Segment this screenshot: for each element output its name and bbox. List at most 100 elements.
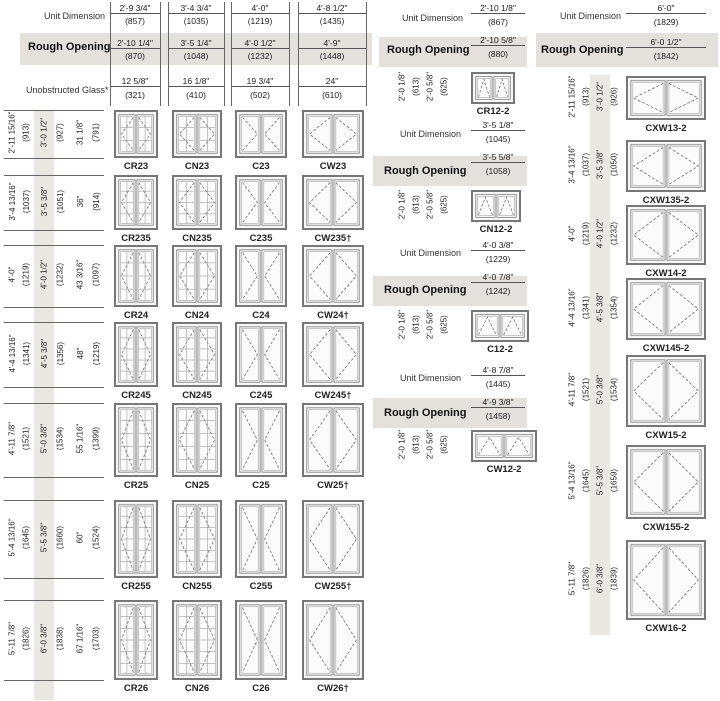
casement-window-cn — [172, 175, 222, 230]
rough-opening-band-mid2 — [373, 156, 527, 186]
window-model-name: CXW16-2 — [645, 623, 687, 634]
rough-opening-value: 6'-0 1/2" — [626, 37, 706, 48]
dimension-tick — [4, 578, 104, 579]
cxw-height-h-mm: (1826) — [581, 566, 591, 591]
rough-opening-band-mid4 — [373, 398, 527, 428]
rough-opening-value: 4'-0 7/8" — [471, 272, 525, 283]
awning-height-hro-mm: (625) — [439, 435, 449, 454]
ro-height-dimension: 5'-5 3/8" — [39, 522, 49, 553]
height-dimension: 3'-4 13/16" — [7, 181, 17, 221]
glass-width-value: 12 5/8" — [110, 76, 160, 87]
cxw-height-h-mm: (1341) — [581, 295, 591, 320]
awning-height-h-mm: (613) — [411, 195, 421, 214]
glass-height-dimension: 67 1/16" — [75, 623, 85, 654]
unit-dimension-mm: (1829) — [653, 17, 679, 27]
casement-window-cn — [172, 600, 222, 680]
rough-opening-mm: (1048) — [183, 51, 209, 61]
cxw-height-hro: 4'-5 3/8" — [595, 292, 605, 323]
window-model-name: CR12-2 — [476, 106, 510, 117]
rough-opening-value: 3'-5 5/8" — [471, 152, 525, 163]
height-dimension-mm: (913) — [21, 123, 31, 142]
rough-opening-mm: (870) — [125, 51, 145, 61]
awning-height-hro: 2'-0 5/8" — [425, 309, 435, 340]
window-model-name: C245 — [249, 390, 273, 401]
cxw-casement-window — [626, 140, 706, 192]
unit-dimension-label-right: Unit Dimension — [560, 11, 622, 21]
cxw-height-h-mm: (1521) — [581, 377, 591, 402]
window-model-name: CN26 — [184, 683, 210, 694]
unit-dimension-mm: (1229) — [485, 254, 511, 264]
window-model-name: CN245 — [182, 390, 212, 401]
window-model-name: CW12-2 — [486, 464, 522, 475]
glass-width-mm: (410) — [186, 90, 206, 100]
casement-window-cn — [172, 245, 222, 307]
cxw-casement-window — [626, 205, 706, 265]
height-dimension: 5'-4 13/16" — [7, 518, 17, 557]
unit-dimension-value: 6'-0" — [626, 3, 706, 14]
unit-dimension-label-mid3: Unit Dimension — [400, 248, 462, 258]
window-model-name: C23 — [252, 161, 270, 172]
ro-height-dimension: 4'-0 1/2" — [39, 259, 49, 290]
unit-dimension-value: 3'-5 1/8" — [471, 120, 525, 131]
casement-window-cw — [302, 175, 364, 230]
unit-dimension-label-mid: Unit Dimension — [402, 13, 464, 23]
casement-window-c — [235, 322, 287, 387]
casement-window-cr — [114, 600, 158, 680]
dimension-tick — [4, 680, 104, 681]
casement-window-cr — [114, 322, 158, 387]
awning-height-h: 2'-0 1/8" — [397, 71, 407, 102]
ro-height-dimension: 4'-5 3/8" — [39, 338, 49, 368]
glass-height-dimension-mm: (791) — [91, 123, 101, 142]
casement-window-cw — [302, 403, 364, 477]
window-model-name: CXW135-2 — [642, 195, 690, 206]
rough-opening-label-mid3: Rough Opening — [384, 284, 467, 296]
rough-opening-value: 4'-0 1/2" — [231, 38, 289, 49]
cxw-height-hro-mm: (1050) — [609, 152, 619, 177]
cxw-casement-window — [626, 445, 706, 519]
casement-window-cr — [114, 175, 158, 230]
height-dimension-mm: (1826) — [21, 626, 31, 651]
height-dimension-mm: (1341) — [21, 341, 31, 365]
rough-opening-mm: (1842) — [653, 51, 679, 61]
unit-dimension-mm: (1045) — [485, 134, 511, 144]
cxw-casement-window — [626, 76, 706, 120]
cxw-height-hro: 5'-0 3/8" — [595, 374, 605, 405]
ro-height-dimension-mm: (1534) — [55, 426, 65, 451]
dimension-guide-line — [160, 2, 161, 106]
glass-height-dimension-mm: (1703) — [91, 626, 101, 651]
cxw-height-h: 2'-11 15/16" — [567, 75, 577, 118]
window-model-name: CN235 — [182, 233, 212, 244]
window-model-name: C25 — [252, 480, 270, 491]
glass-height-dimension: 60" — [75, 531, 85, 544]
casement-window-cr — [114, 245, 158, 307]
glass-width-mm: (502) — [250, 90, 270, 100]
ro-stripe-right — [590, 75, 610, 635]
unit-dimension-mm: (1219) — [247, 16, 273, 26]
ro-height-dimension-mm: (927) — [55, 123, 65, 142]
awning-window — [471, 430, 537, 462]
rough-opening-mm: (1458) — [485, 411, 511, 421]
cxw-height-h: 5'-11 7/8" — [567, 561, 577, 596]
ro-height-dimension-mm: (1051) — [55, 189, 65, 213]
awning-height-hro: 2'-0 5/8" — [425, 189, 435, 220]
cxw-height-hro: 3'-0 1/2" — [595, 81, 605, 112]
rough-opening-mm: (1058) — [485, 166, 511, 176]
ro-height-dimension: 6'-0 3/8" — [39, 623, 49, 654]
window-model-name: CN25 — [184, 480, 210, 491]
glass-height-dimension: 43 3/16" — [75, 259, 85, 290]
unit-dimension-mm: (1035) — [183, 16, 209, 26]
awning-window — [471, 310, 529, 342]
awning-height-hro: 2'-0 5/8" — [425, 429, 435, 460]
ro-height-dimension: 5'-0 3/8" — [39, 423, 49, 454]
dimension-tick — [4, 307, 104, 308]
cxw-casement-window — [626, 540, 706, 620]
window-model-name: CN23 — [184, 161, 210, 172]
unit-dimension-mm: (857) — [125, 16, 145, 26]
window-model-name: CXW13-2 — [645, 123, 687, 134]
unit-dimension-mm: (1445) — [485, 379, 511, 389]
glass-height-dimension: 31 1/8" — [75, 119, 85, 146]
window-model-name: CR235 — [121, 233, 151, 244]
awning-height-h-mm: (613) — [411, 435, 421, 454]
casement-window-cw — [302, 500, 364, 578]
awning-window — [471, 190, 521, 222]
